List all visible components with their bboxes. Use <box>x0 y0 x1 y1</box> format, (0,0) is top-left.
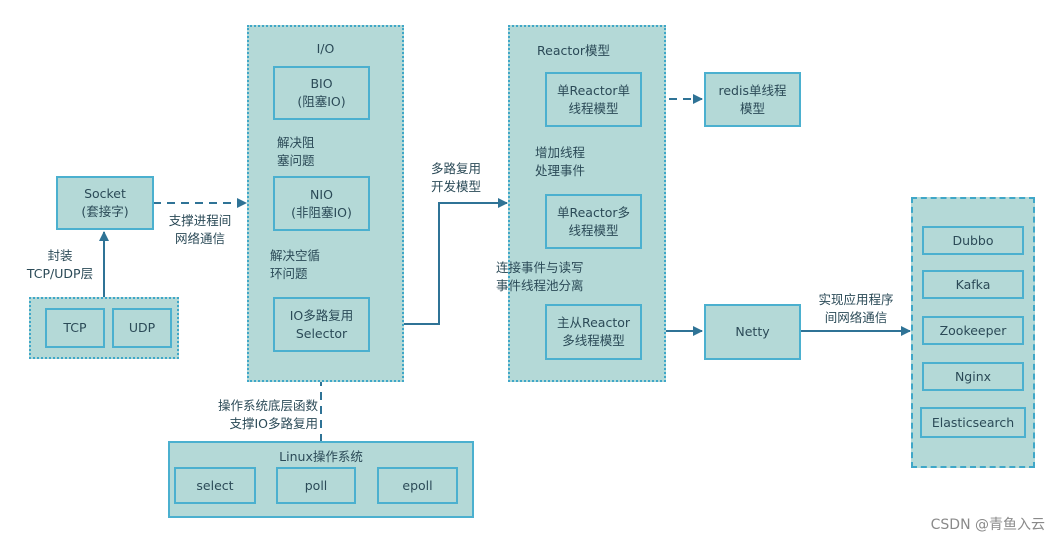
app-node-zookeeper[interactable]: Zookeeper <box>922 316 1024 345</box>
tcp-node[interactable]: TCP <box>45 308 105 348</box>
bio-node[interactable]: BIO (阻塞IO) <box>273 66 370 120</box>
linux-group-title: Linux操作系统 <box>279 449 363 464</box>
udp-node[interactable]: UDP <box>112 308 172 348</box>
edge-label-bio-to-nio: 解决阻 塞问题 <box>277 135 315 168</box>
redis-node[interactable]: redis单线程 模型 <box>704 72 801 127</box>
single-reactor-single-thread-node[interactable]: 单Reactor单 线程模型 <box>545 72 642 127</box>
app-node-kafka[interactable]: Kafka <box>922 270 1024 299</box>
watermark: CSDN @青鱼入云 <box>930 517 1045 533</box>
edge-label-selector-to-reactor: 多路复用 开发模型 <box>431 161 482 194</box>
socket-node[interactable]: Socket (套接字) <box>56 176 154 230</box>
edge-label-netty-to-apps: 实现应用程序 间网络通信 <box>818 292 894 325</box>
app-node-dubbo[interactable]: Dubbo <box>922 226 1024 255</box>
master-slave-reactor-node[interactable]: 主从Reactor 多线程模型 <box>545 304 642 360</box>
app-node-nginx[interactable]: Nginx <box>922 362 1024 391</box>
poll-node[interactable]: poll <box>276 467 356 504</box>
edge-label-single-to-multi: 增加线程 处理事件 <box>535 145 586 178</box>
netty-node[interactable]: Netty <box>704 304 801 360</box>
selector-node[interactable]: IO多路复用 Selector <box>273 297 370 352</box>
edge-label-multi-to-master: 连接事件与读写 事件线程池分离 <box>496 260 584 293</box>
single-reactor-multi-thread-node[interactable]: 单Reactor多 线程模型 <box>545 194 642 249</box>
nio-node[interactable]: NIO (非阻塞IO) <box>273 176 370 231</box>
reactor-group-title: Reactor模型 <box>537 43 611 58</box>
app-node-elasticsearch[interactable]: Elasticsearch <box>920 407 1026 438</box>
select-node[interactable]: select <box>174 467 256 504</box>
edge-label-encapsulate: 封装 TCP/UDP层 <box>26 248 94 281</box>
epoll-node[interactable]: epoll <box>377 467 458 504</box>
edge-label-os-to-selector: 操作系统底层函数 支撑IO多路复用 <box>218 398 319 431</box>
io-group-title: I/O <box>316 41 335 56</box>
edge-label-socket-to-io: 支撑进程间 网络通信 <box>168 213 232 246</box>
edge-label-nio-to-selector: 解决空循 环问题 <box>270 248 321 281</box>
